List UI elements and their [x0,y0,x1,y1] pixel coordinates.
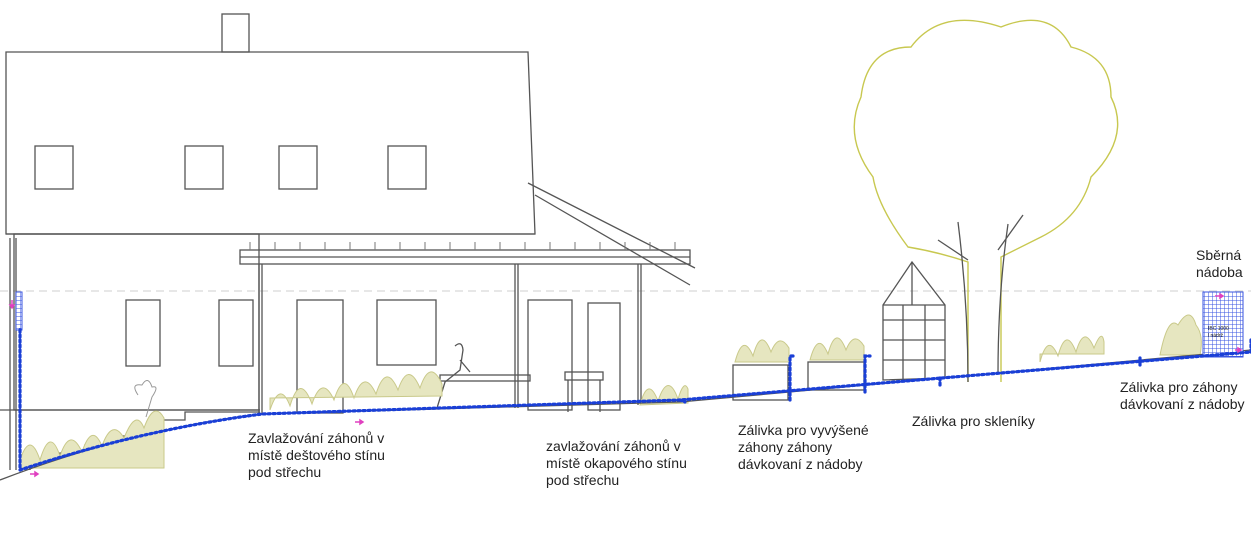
person [436,343,471,409]
tank-small-label: IBC 1000 [1208,326,1229,332]
window [218,299,254,367]
window [184,145,224,190]
label-tank: Sběrná nádoba [1196,247,1243,280]
window [34,145,74,190]
label-raised-beds: Zálivka pro vyvýšené záhony záhony dávko… [738,422,869,472]
window [125,299,161,367]
house [0,13,696,470]
door [527,299,573,411]
tree-trunk [937,214,1024,383]
chimney [221,13,250,53]
roof [5,51,536,235]
tank-small-label-2: l nádrž [1208,333,1224,339]
window [278,145,318,190]
downpipe-grid [15,291,23,331]
house-wall [13,233,260,411]
greenhouse [882,260,946,381]
window [387,145,427,190]
bench [439,374,531,382]
pergola-rafters [249,242,676,250]
irrigation-pipe [18,328,1251,473]
label-beds-tank: Zálivka pro záhony dávkovaní z nádoby [1120,379,1245,412]
door [587,302,621,411]
flow-arrow-icon [8,292,1243,478]
label-drip-shadow: zavlažování záhonů v místě okapového stí… [546,438,687,488]
window [376,299,437,366]
label-greenhouses: Zálivka pro skleníky [912,413,1035,429]
shrub [134,380,157,418]
table [564,371,604,381]
planted-beds [19,314,1202,469]
label-rain-shadow: Zavlažování záhonů v místě deštového stí… [248,430,385,480]
water-tank-icon [1202,291,1244,358]
tree [853,19,1119,382]
